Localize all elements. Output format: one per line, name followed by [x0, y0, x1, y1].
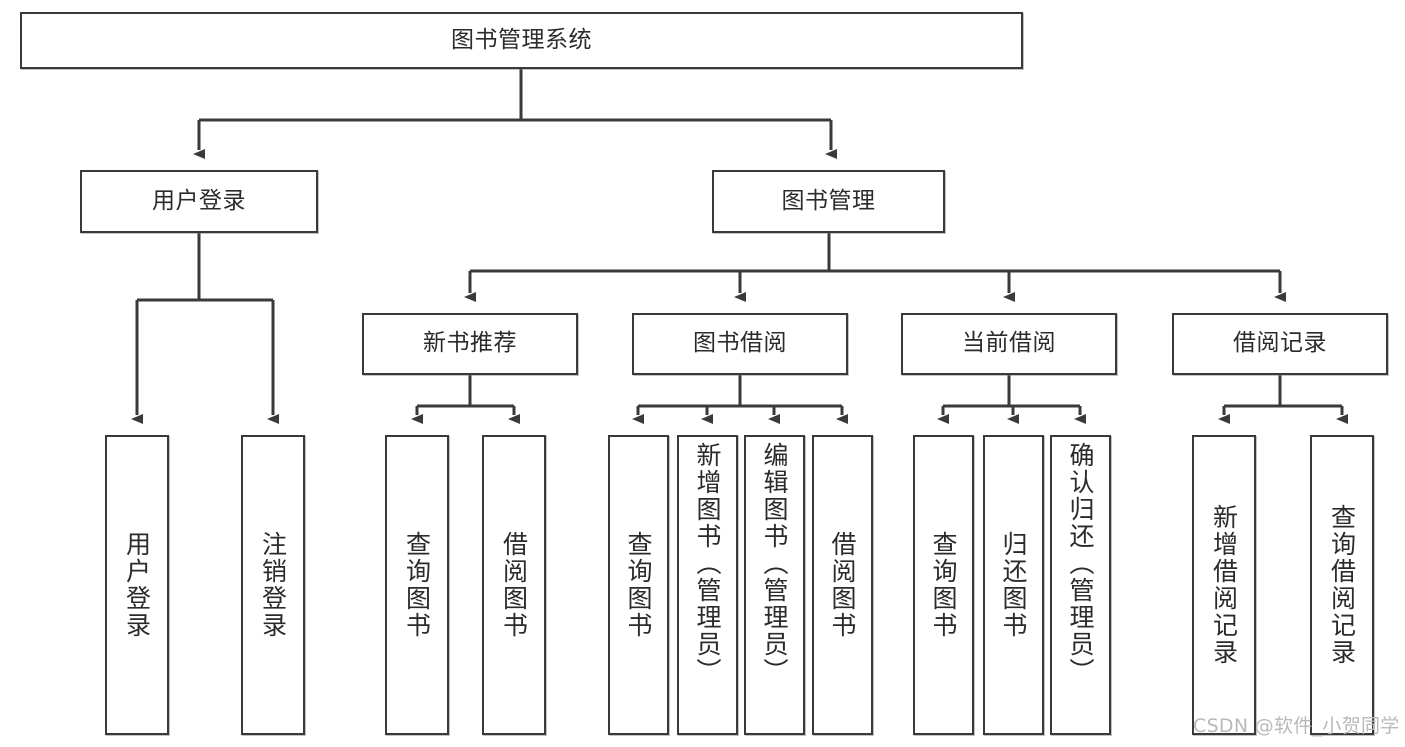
node-new-book-rec-label: 新书推荐: [423, 330, 517, 357]
node-user-login[interactable]: 用户登录: [80, 170, 318, 233]
node-leaf-borrow-book-2[interactable]: 借阅图书: [812, 435, 873, 735]
node-leaf-logout[interactable]: 注销登录: [241, 435, 305, 735]
node-leaf-query-book-1-label: 查询图书: [402, 531, 432, 639]
node-leaf-logout-label: 注销登录: [258, 531, 288, 639]
node-leaf-user-login[interactable]: 用户登录: [105, 435, 169, 735]
node-leaf-return-book-label: 归还图书: [999, 531, 1028, 639]
node-root[interactable]: 图书管理系统: [20, 12, 1023, 69]
node-current-borrow[interactable]: 当前借阅: [901, 313, 1117, 375]
node-leaf-query-book-2-label: 查询图书: [624, 531, 653, 639]
node-leaf-borrow-book-1-label: 借阅图书: [499, 531, 529, 639]
node-leaf-add-record[interactable]: 新增借阅记录: [1192, 435, 1256, 735]
node-book-borrow-label: 图书借阅: [693, 330, 787, 357]
node-leaf-user-login-label: 用户登录: [122, 531, 152, 639]
node-leaf-add-book-label: 新增图书（管理员）: [693, 442, 722, 685]
node-root-label: 图书管理系统: [451, 26, 592, 53]
node-book-manage-label: 图书管理: [781, 187, 876, 214]
node-leaf-confirm-return-label: 确认归还（管理员）: [1066, 442, 1095, 685]
node-leaf-query-book-1[interactable]: 查询图书: [385, 435, 449, 735]
node-new-book-rec[interactable]: 新书推荐: [362, 313, 578, 375]
node-leaf-query-book-2[interactable]: 查询图书: [608, 435, 669, 735]
node-borrow-record-label: 借阅记录: [1233, 330, 1327, 357]
node-leaf-add-book[interactable]: 新增图书（管理员）: [677, 435, 738, 735]
node-leaf-return-book[interactable]: 归还图书: [983, 435, 1044, 735]
node-book-borrow[interactable]: 图书借阅: [632, 313, 848, 375]
node-leaf-add-record-label: 新增借阅记录: [1209, 504, 1239, 666]
node-user-login-label: 用户登录: [152, 187, 246, 214]
node-leaf-borrow-book-1[interactable]: 借阅图书: [482, 435, 546, 735]
node-borrow-record[interactable]: 借阅记录: [1172, 313, 1388, 375]
node-current-borrow-label: 当前借阅: [962, 330, 1056, 357]
csdn-watermark: CSDN @软件_小贺同学: [1193, 715, 1400, 737]
node-leaf-query-record-label: 查询借阅记录: [1327, 504, 1357, 666]
node-leaf-query-book-3[interactable]: 查询图书: [913, 435, 974, 735]
node-leaf-edit-book-label: 编辑图书（管理员）: [760, 442, 789, 685]
node-leaf-query-record[interactable]: 查询借阅记录: [1310, 435, 1374, 735]
node-leaf-query-book-3-label: 查询图书: [929, 531, 958, 639]
node-book-manage[interactable]: 图书管理: [712, 170, 945, 233]
node-leaf-edit-book[interactable]: 编辑图书（管理员）: [744, 435, 805, 735]
node-leaf-confirm-return[interactable]: 确认归还（管理员）: [1050, 435, 1111, 735]
node-leaf-borrow-book-2-label: 借阅图书: [828, 531, 857, 639]
